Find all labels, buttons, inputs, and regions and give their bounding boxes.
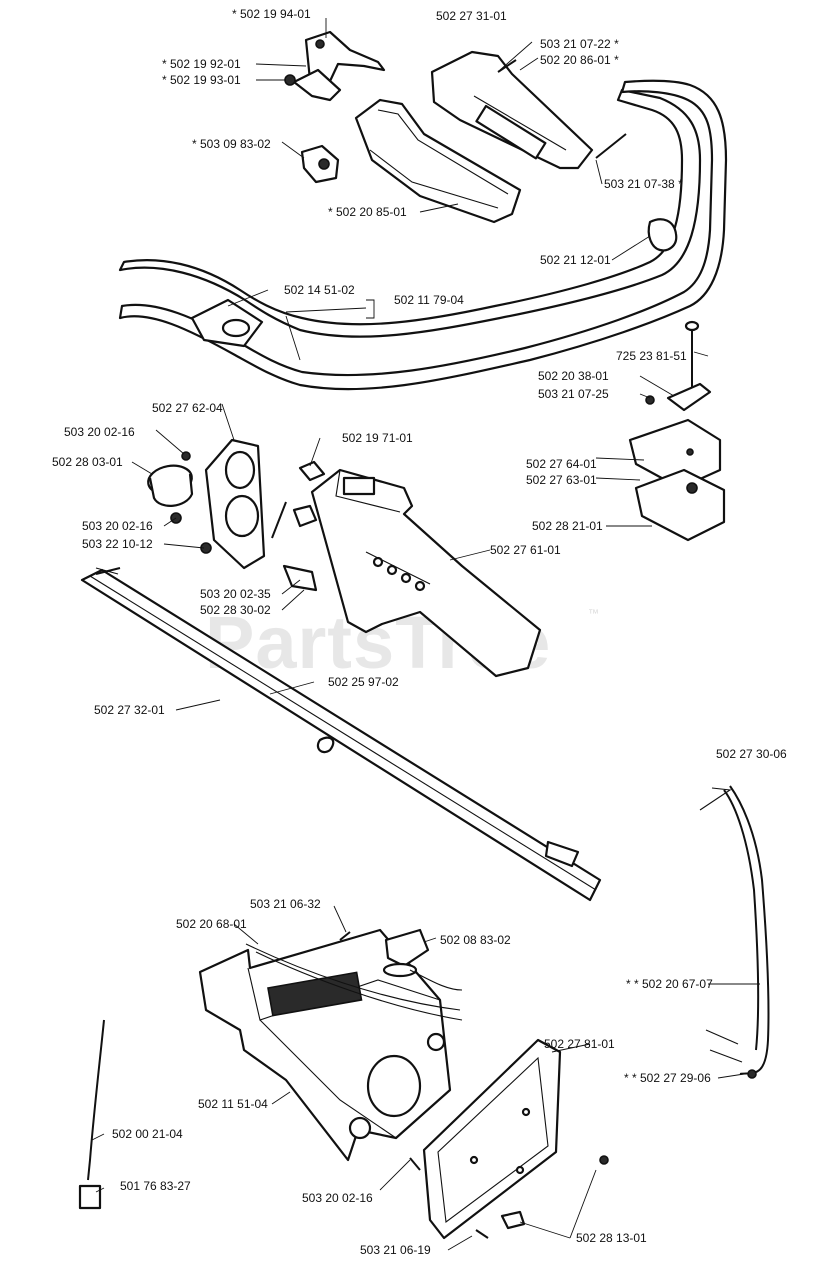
wiring-harness (699, 785, 770, 1079)
part-label: 502 21 12-01 (540, 253, 611, 267)
motor-housing (198, 928, 452, 1162)
part-label: * 502 20 85-01 (328, 205, 407, 219)
part-label: 502 28 21-01 (532, 519, 603, 533)
part-label: 502 27 30-06 (716, 747, 787, 761)
part-label: 502 19 71-01 (342, 431, 413, 445)
part-labels: * 502 19 94-01 502 27 31-01 503 21 07-22… (52, 7, 787, 1257)
clamp-base (634, 468, 726, 542)
adjust-screws (282, 504, 318, 592)
leader-lines (91, 18, 760, 1251)
part-label: * * 502 20 67-07 (626, 977, 713, 991)
part-label: 503 21 07-22 * (540, 37, 619, 51)
part-label: 503 22 10-12 (82, 537, 153, 551)
cover-plate (422, 1038, 562, 1240)
part-label: 502 11 51-04 (198, 1097, 268, 1111)
clamp-plate (628, 418, 722, 490)
motor-screws (409, 1155, 609, 1239)
part-label: 503 21 07-38 * (604, 177, 683, 191)
cable-and-plug (78, 1019, 105, 1210)
part-label: 503 20 02-16 (82, 519, 153, 533)
bracket-plate (204, 438, 266, 570)
switch-connector (382, 928, 463, 991)
part-label: 502 27 61-01 (490, 543, 561, 557)
part-label: 502 20 38-01 (538, 369, 609, 383)
part-label: 503 20 02-16 (64, 425, 135, 439)
part-label: * 502 19 94-01 (232, 7, 311, 21)
part-label: 502 27 64-01 (526, 457, 597, 471)
clamp-nut (298, 460, 326, 482)
part-label: 502 28 30-02 (200, 603, 271, 617)
throttle-trigger (284, 30, 386, 102)
part-label: 501 76 83-27 (120, 1179, 191, 1193)
part-label: 503 21 07-25 (538, 387, 609, 401)
part-label: 502 20 68-01 (176, 917, 247, 931)
part-label: 502 08 83-02 (440, 933, 511, 947)
part-label: 503 21 06-32 (250, 897, 321, 911)
part-label: 502 27 62-04 (152, 401, 223, 415)
end-cap (647, 218, 678, 252)
part-label: 502 27 63-01 (526, 473, 597, 487)
part-label: 502 20 86-01 * (540, 53, 619, 67)
handlebar-loop (118, 79, 728, 391)
part-label: 503 21 06-19 (360, 1243, 431, 1257)
part-label: 502 27 31-01 (436, 9, 507, 23)
clamp-knob (645, 320, 712, 412)
part-label: 502 25 97-02 (328, 675, 399, 689)
part-label: 502 27 81-01 (544, 1037, 615, 1051)
watermark-trademark: ™ (588, 608, 599, 620)
part-label: * 502 19 93-01 (162, 73, 241, 87)
part-label: 725 23 81-51 (616, 349, 687, 363)
switch-block (300, 144, 340, 184)
handle-screws (497, 59, 627, 159)
part-label: * * 502 27 29-06 (624, 1071, 711, 1085)
part-label: 502 28 13-01 (576, 1231, 647, 1245)
drive-shaft (95, 567, 121, 575)
handle-cover (430, 50, 594, 170)
part-label: 502 14 51-02 (284, 283, 355, 297)
part-label: 502 27 32-01 (94, 703, 165, 717)
part-label: * 503 09 83-02 (192, 137, 271, 151)
part-label: 502 00 21-04 (112, 1127, 183, 1141)
part-label: 503 20 02-35 (200, 587, 271, 601)
part-label: 502 11 79-04 (394, 293, 464, 307)
clamp-housing (310, 468, 542, 678)
motor-bracket (245, 931, 463, 1021)
part-label: * 502 19 92-01 (162, 57, 241, 71)
bushing (147, 464, 194, 507)
part-label: 502 28 03-01 (52, 455, 123, 469)
part-label: 503 20 02-16 (302, 1191, 373, 1205)
drive-tube (80, 567, 602, 902)
handle-grip (354, 98, 522, 224)
